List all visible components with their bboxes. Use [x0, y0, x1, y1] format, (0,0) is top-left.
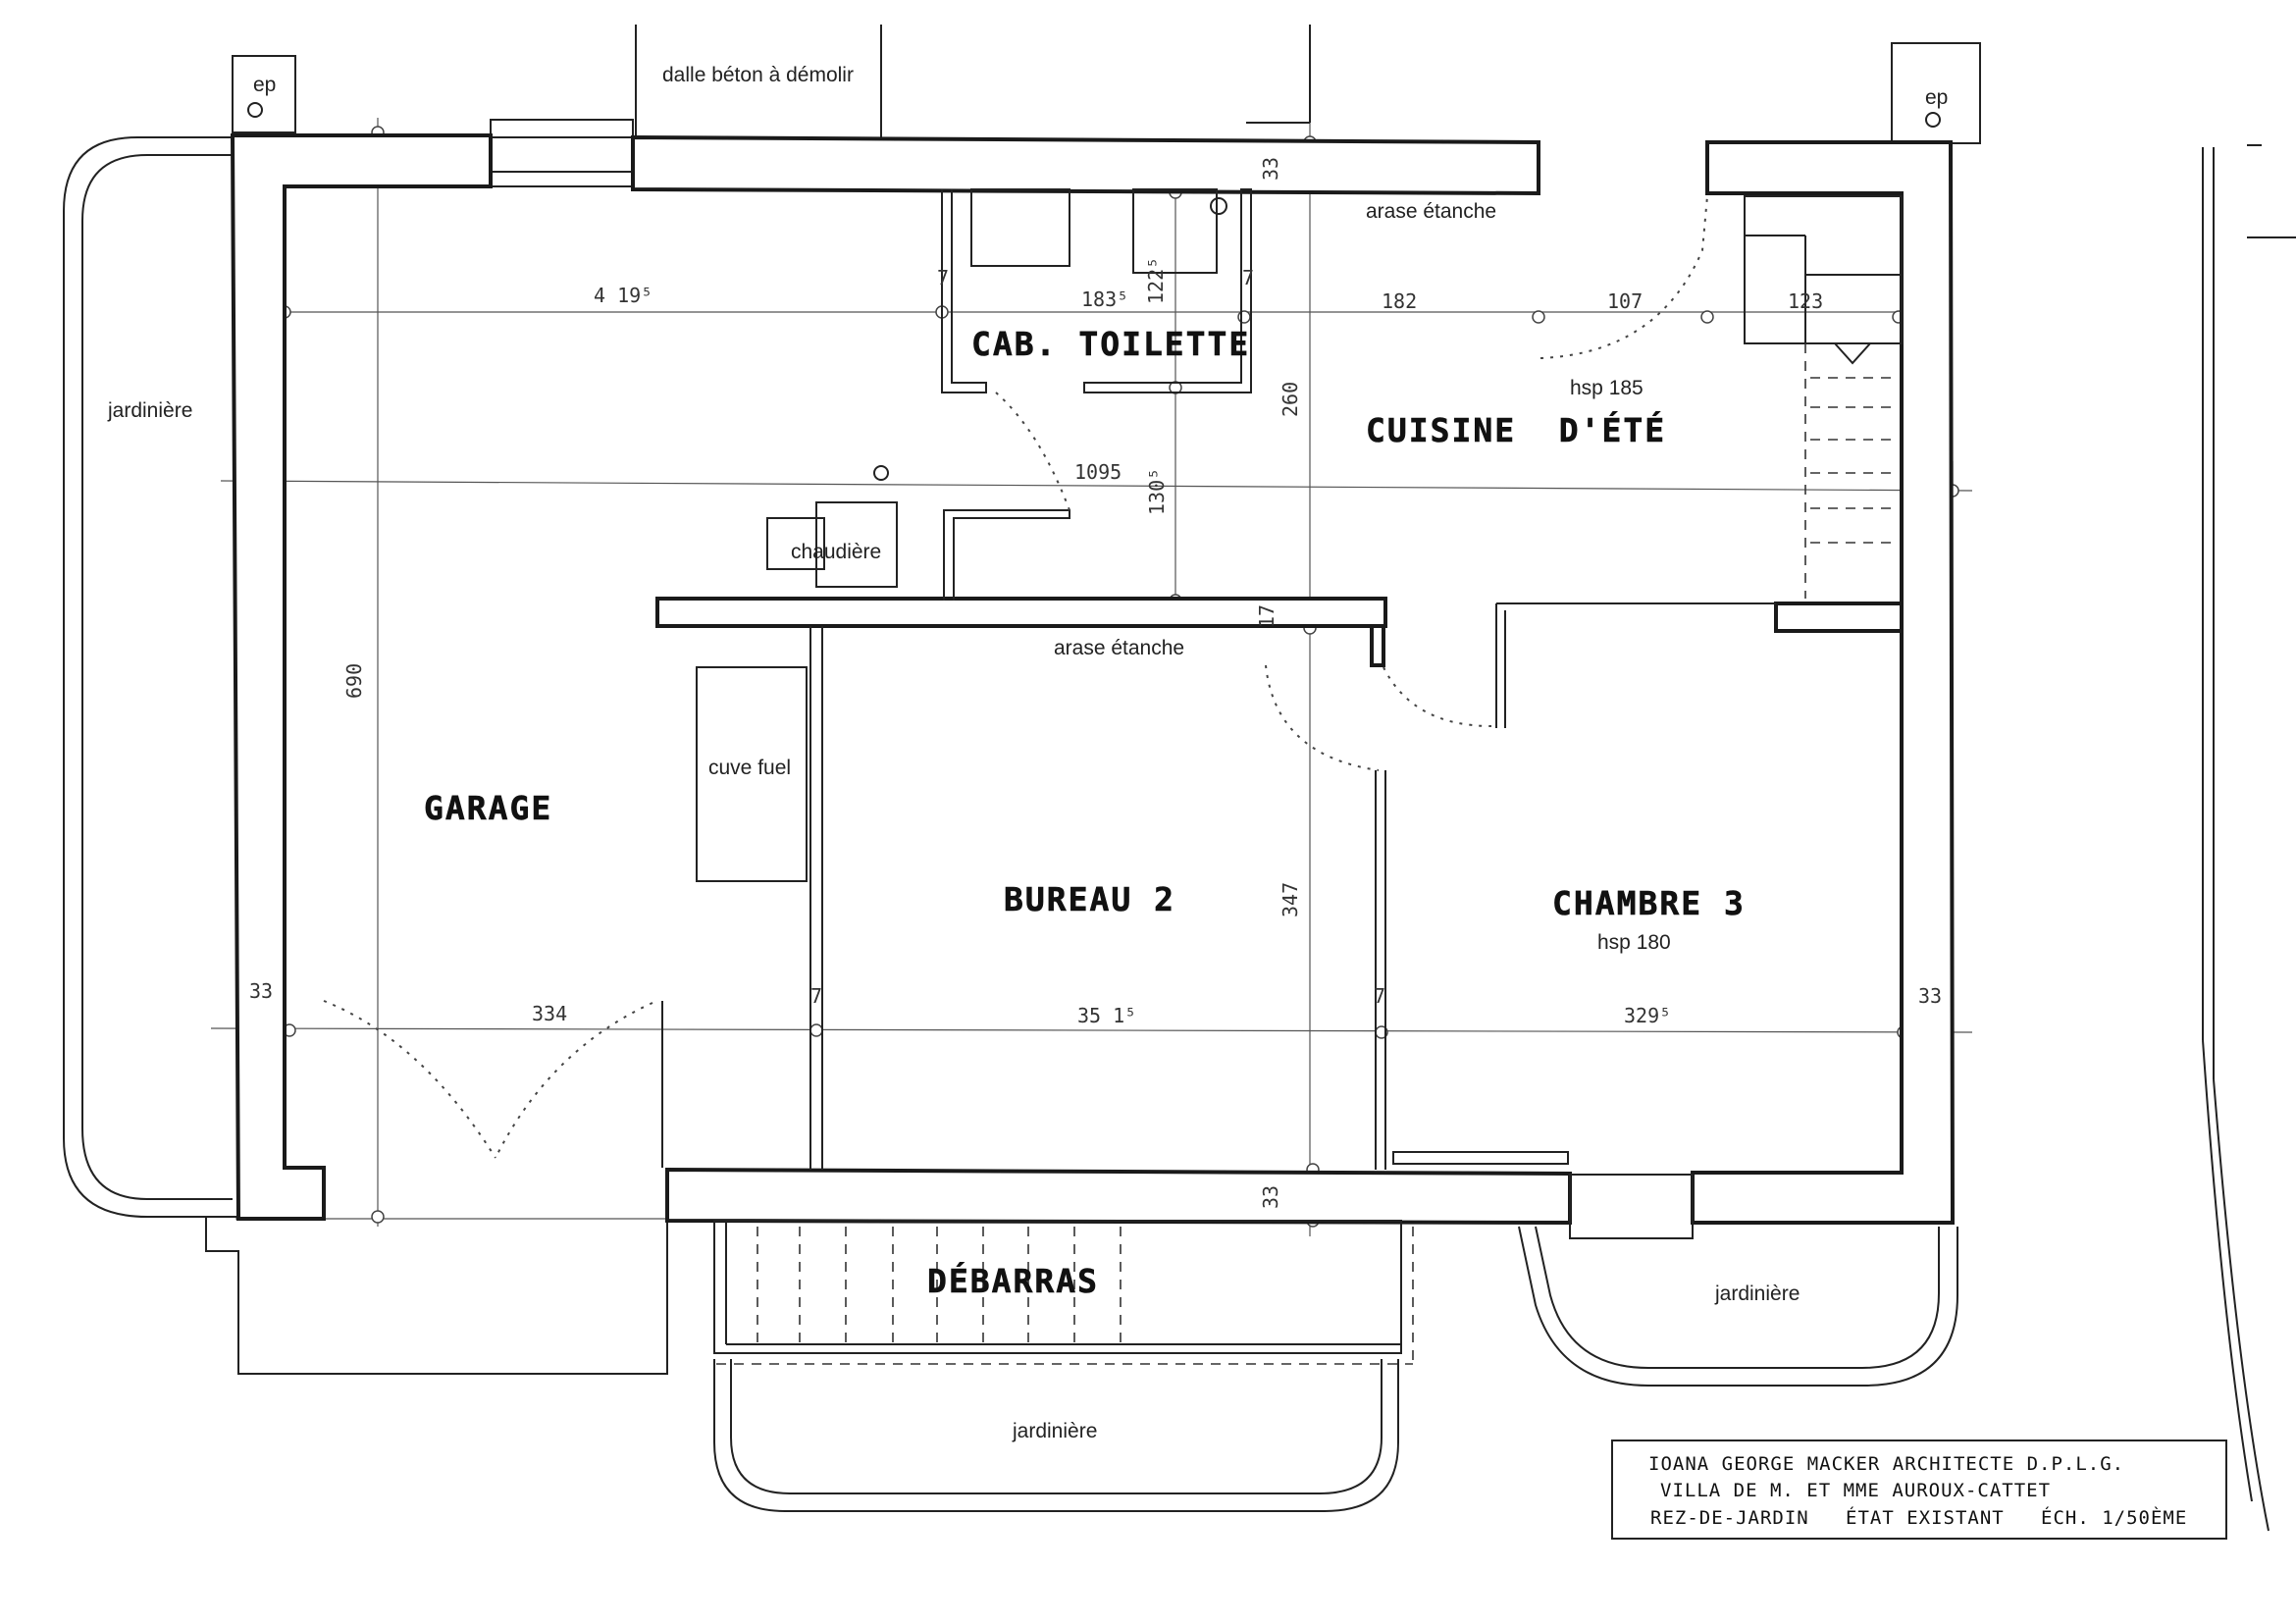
dim-183: 183⁵	[1081, 288, 1128, 311]
title-block: IOANA GEORGE MACKER ARCHITECTE D.P.L.G. …	[1611, 1440, 2227, 1540]
room-bureau: BUREAU 2	[1004, 880, 1175, 918]
title-line-2: VILLA DE M. ET MME AUROUX-CATTET	[1660, 1480, 2051, 1501]
dim-351: 35 1⁵	[1077, 1004, 1136, 1027]
room-cuisine: CUISINE D'ÉTÉ	[1366, 410, 1666, 449]
dim-347: 347	[1278, 882, 1302, 917]
dim-107: 107	[1607, 289, 1643, 313]
dim-334: 334	[532, 1002, 567, 1025]
planter-right	[1518, 1226, 1958, 1387]
hsp-180-label: hsp 180	[1597, 931, 1671, 954]
dim-329: 329⁵	[1624, 1004, 1671, 1027]
room-chambre: CHAMBRE 3	[1552, 884, 1746, 922]
planter-left	[63, 136, 233, 1218]
dim-7b: 7	[1242, 266, 1254, 289]
dim-33-left: 33	[249, 979, 273, 1003]
grid-lines	[210, 118, 1973, 1236]
dim-419: 4 19⁵	[594, 284, 652, 307]
door-swings	[323, 195, 1708, 1168]
dim-7c: 7	[810, 984, 822, 1008]
dim-33-right: 33	[1918, 984, 1942, 1008]
walls	[230, 119, 1956, 1365]
room-garage: GARAGE	[424, 789, 552, 827]
dimensions: 4 19⁵ 183⁵ 122⁵ 182 107 123 33 260 1095 …	[249, 157, 1942, 1209]
dim-182: 182	[1382, 289, 1417, 313]
room-debarras: DÉBARRAS	[927, 1261, 1099, 1300]
dim-33-bottom: 33	[1259, 1185, 1282, 1209]
cuve-fuel-label: cuve fuel	[708, 757, 791, 779]
ep-box-left	[232, 55, 296, 133]
dalle-label: dalle béton à démolir	[662, 64, 854, 86]
jardiniere-left-label: jardinière	[107, 399, 192, 422]
planter-bottom	[713, 1359, 1399, 1512]
dim-7d: 7	[1374, 984, 1385, 1008]
jardiniere-right-label: jardinière	[1714, 1283, 1800, 1305]
dim-690: 690	[342, 663, 366, 699]
dim-122: 122⁵	[1144, 257, 1168, 304]
ep-left-label: ep	[253, 74, 276, 96]
ep-right-label: ep	[1925, 86, 1948, 109]
title-line-3: REZ-DE-JARDIN ÉTAT EXISTANT ÉCH. 1/50ÈME	[1650, 1506, 2187, 1529]
room-cab-toilette: CAB. TOILETTE	[971, 325, 1250, 363]
jardiniere-bottom-label: jardinière	[1012, 1420, 1097, 1442]
chaudiere-label: chaudière	[791, 541, 881, 563]
labels: ep ep dalle béton à démolir arase étanch…	[107, 64, 1948, 1442]
dim-33-top: 33	[1259, 157, 1282, 181]
title-line-1: IOANA GEORGE MACKER ARCHITECTE D.P.L.G.	[1648, 1453, 2124, 1475]
dim-123: 123	[1788, 289, 1823, 313]
hsp-185-label: hsp 185	[1570, 377, 1644, 399]
room-names: CAB. TOILETTE CUISINE D'ÉTÉ GARAGE BUREA…	[424, 325, 1746, 1301]
dim-260: 260	[1278, 382, 1302, 417]
arase-top-label: arase étanche	[1366, 200, 1496, 223]
arase-mid-label: arase étanche	[1054, 637, 1184, 659]
dim-7a: 7	[937, 266, 949, 289]
dim-130: 130⁵	[1145, 468, 1169, 515]
dalle-beton	[635, 25, 1311, 137]
dim-17: 17	[1255, 604, 1278, 628]
dim-1095: 1095	[1074, 460, 1122, 484]
